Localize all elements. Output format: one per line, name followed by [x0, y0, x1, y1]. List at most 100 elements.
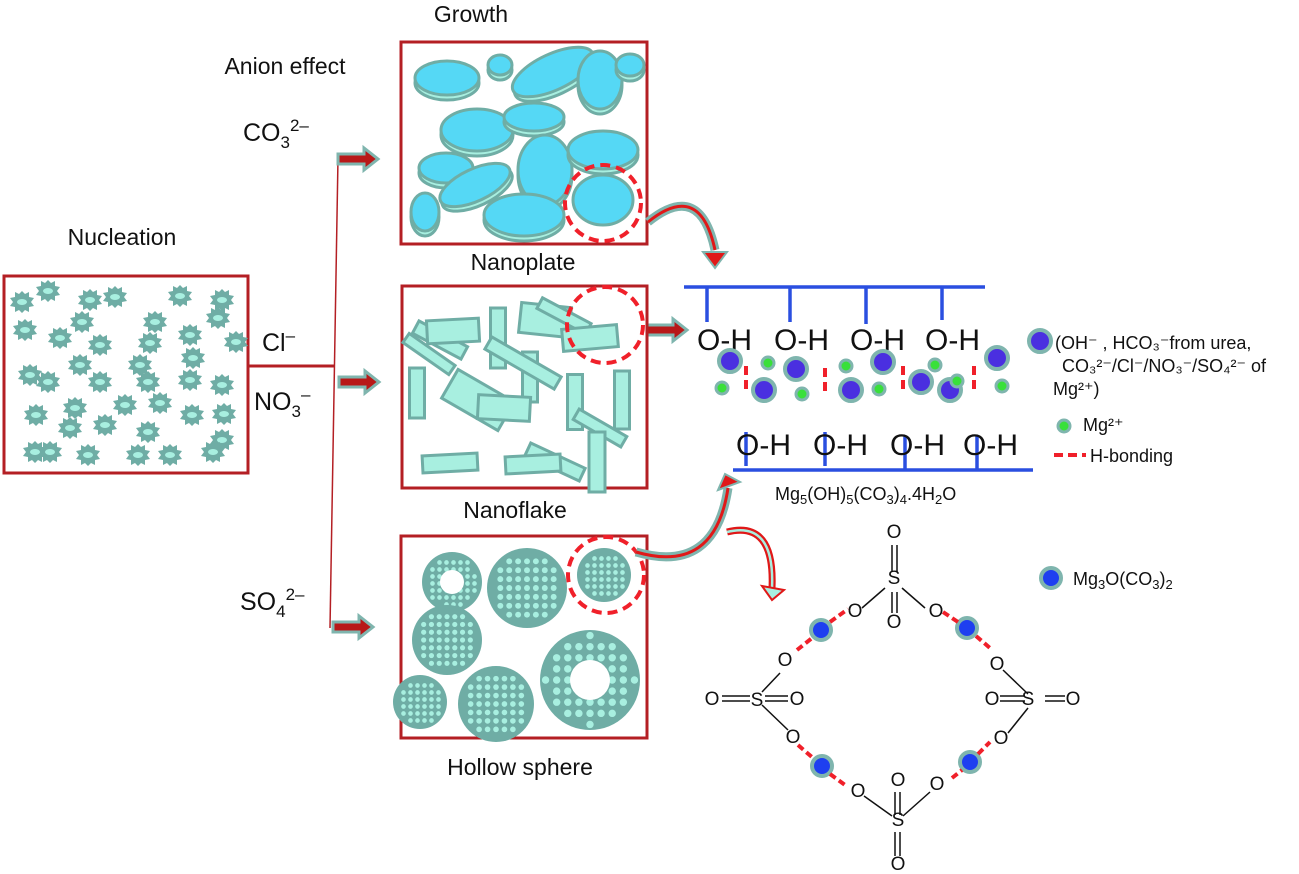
legend-mg-icon: [1056, 418, 1072, 434]
legend-mg-label: Mg²⁺: [1083, 415, 1124, 435]
anion-label-nitrate: NO3–: [254, 385, 311, 421]
nanoflake-particles: [400, 295, 631, 494]
arrow-to-nanoflake: [337, 369, 381, 395]
nanoplate-particle: [413, 59, 481, 102]
nanoplate-highlight-circle: [563, 163, 643, 243]
oxygen-atom: O: [891, 854, 906, 874]
ionic-bond: [828, 607, 850, 624]
hollow-sphere-label: Hollow sphere: [447, 754, 593, 780]
legend-h-bond-label: H-bonding: [1090, 446, 1173, 466]
oxygen-atom: O: [705, 689, 720, 710]
nanoflake-particle: [424, 316, 482, 346]
nanoflake-particle: [420, 451, 480, 475]
single-bond: [761, 704, 789, 731]
oxygen-atom: O: [994, 728, 1009, 749]
mg3o-ion: [809, 618, 833, 642]
anion-label-carbonate: CO32–: [243, 116, 309, 152]
oxygen-atom: O: [990, 654, 1005, 675]
legend-anion-line3: Mg²⁺): [1053, 379, 1100, 399]
nanoplate-particle: [486, 53, 514, 82]
interlayer-mg-ion: [871, 381, 887, 397]
nanoflake-particle: [408, 366, 426, 420]
legend-anion-icon: [1027, 328, 1053, 354]
hydroxyl-label: O-H: [736, 429, 791, 462]
nanoflake-label: Nanoflake: [463, 497, 567, 523]
single-bond: [1007, 707, 1029, 734]
interlayer-anion: [838, 377, 864, 403]
nanoplate-particle: [482, 192, 566, 243]
hydroxyl-label: O-H: [813, 429, 868, 462]
interlayer-anion: [908, 369, 934, 395]
layer-structure: [684, 285, 1033, 472]
oxygen-atom: O: [929, 601, 944, 622]
ionic-bond: [976, 740, 992, 756]
nanoplate-particle: [439, 107, 515, 158]
single-bond: [902, 791, 931, 817]
nanoflake-particle: [613, 369, 631, 431]
hydroxyl-label: O-H: [925, 324, 980, 357]
ionic-bond: [950, 768, 964, 780]
interlayer-mg-ion: [794, 386, 810, 402]
ionic-bond: [796, 743, 815, 760]
nanoplate-particle: [502, 101, 566, 138]
interlayer-anion: [783, 356, 809, 382]
interlayer-anion: [870, 349, 896, 375]
nanoflake-particle: [587, 430, 607, 494]
nanoplate-label: Nanoplate: [471, 249, 576, 275]
interlayer-anion: [717, 348, 743, 374]
oxygen-atom: O: [848, 601, 863, 622]
oxygen-atom: O: [786, 727, 801, 748]
hollow-sphere-particle: [458, 666, 534, 742]
curved-arrow-hollow-to-layer: [634, 472, 743, 562]
sulfur-atom: S: [751, 690, 764, 711]
oxygen-atom: O: [985, 689, 1000, 710]
ionic-bond: [828, 772, 847, 787]
nanoflake-particle: [400, 331, 458, 377]
oxygen-atom: O: [891, 770, 906, 791]
hydroxyl-label: O-H: [963, 429, 1018, 462]
hollow-sphere-particle: [393, 675, 447, 729]
nanoflake-particle: [482, 334, 564, 392]
sulfur-atom: S: [888, 568, 901, 589]
arrow-to-nanoplate: [336, 146, 380, 172]
nanoflake-particle: [503, 452, 563, 476]
oxygen-atom: O: [887, 522, 902, 543]
interlayer-ions: [714, 345, 1010, 403]
sulfur-atom: S: [1022, 689, 1035, 710]
nanoplate-particle: [571, 173, 635, 227]
hydroxyl-label: O-H: [774, 324, 829, 357]
arrow-to-layer-structure: [645, 317, 689, 343]
mg3o-ion: [810, 754, 834, 778]
single-bond: [901, 587, 926, 609]
legend-anion-line2: CO₃²⁻/Cl⁻/NO₃⁻/SO₄²⁻ of: [1062, 356, 1267, 376]
nanoplate-particle: [438, 161, 514, 213]
hollow-sphere-particle: [540, 630, 640, 730]
single-bond: [761, 672, 781, 693]
mg3o-ion: [958, 750, 982, 774]
anion-effect-label: Anion effect: [224, 53, 346, 79]
hollow-sphere-particle: [487, 548, 567, 628]
oxygen-atom: O: [778, 650, 793, 671]
single-bond: [861, 587, 886, 609]
hydroxyl-label: O-H: [890, 429, 945, 462]
interlayer-mg-ion: [994, 378, 1010, 394]
nanoplate-particles: [409, 45, 646, 243]
oxygen-atom: O: [851, 781, 866, 802]
single-bond: [1002, 669, 1029, 695]
anion-label-sulfate: SO42–: [240, 585, 305, 621]
hollow-sphere-particle: [577, 548, 631, 602]
legend-mg3o-icon: [1039, 566, 1063, 590]
oxygen-atom: O: [887, 612, 902, 633]
nanoflake-particle: [560, 323, 620, 353]
nanoplate-particle: [566, 129, 640, 176]
ionic-bond: [941, 610, 960, 624]
interlayer-mg-ion: [838, 358, 854, 374]
nanoplate-particle: [614, 52, 646, 83]
nanoplate-particle: [409, 191, 441, 238]
hollow-sphere-highlight-circle: [566, 535, 646, 615]
branch-lines: [248, 157, 339, 629]
interlayer-anion: [984, 345, 1010, 371]
